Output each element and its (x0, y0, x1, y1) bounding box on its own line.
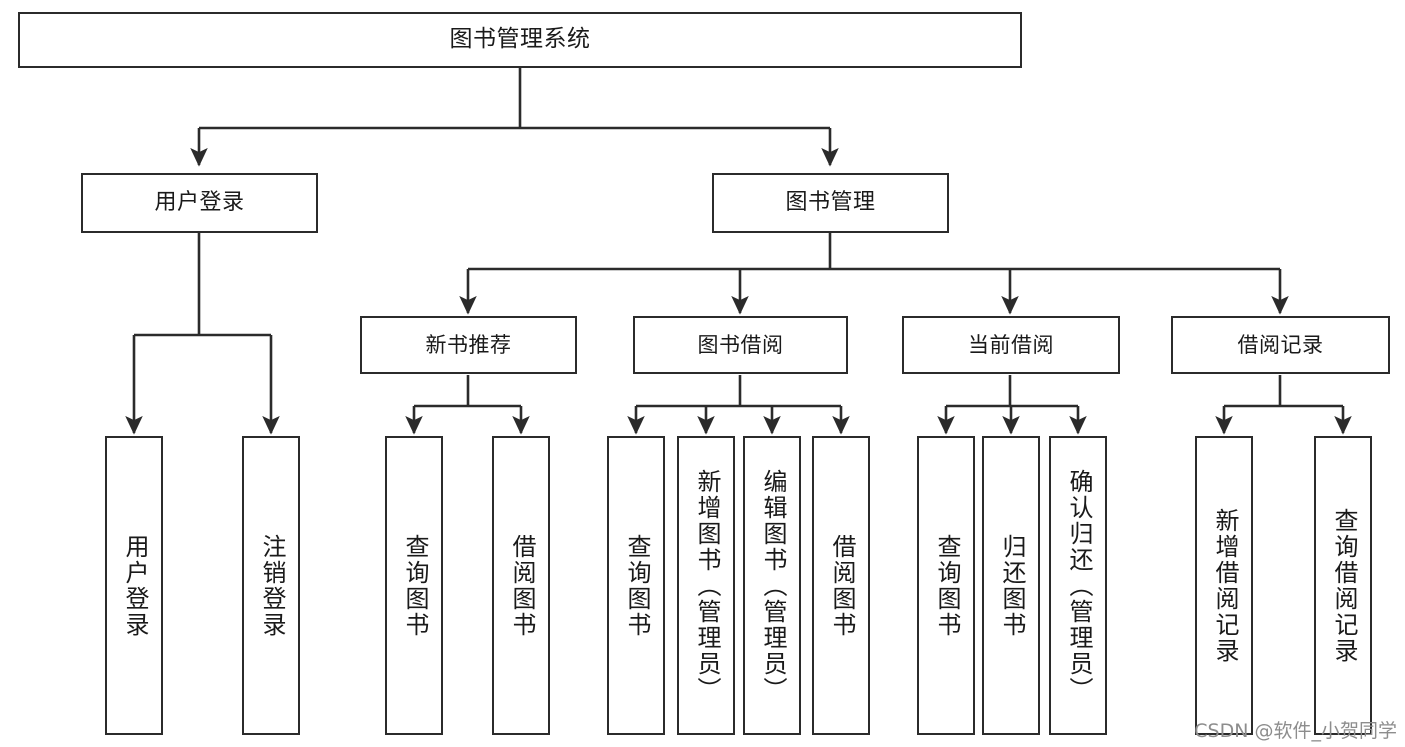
leaf-borrow-borrow-book[interactable]: 借阅图书 (812, 436, 870, 735)
leaf-user-login-login[interactable]: 用户登录 (105, 436, 163, 735)
leaf-label: 借阅图书 (827, 533, 856, 638)
node-borrow-records[interactable]: 借阅记录 (1171, 316, 1390, 374)
leaf-label: 编辑图书（管理员） (758, 468, 787, 703)
leaf-label: 查询图书 (622, 533, 651, 638)
node-new-book-recommend[interactable]: 新书推荐 (360, 316, 577, 374)
leaf-records-query-record[interactable]: 查询借阅记录 (1314, 436, 1372, 735)
leaf-label: 确认归还（管理员） (1064, 468, 1093, 703)
leaf-current-return-book[interactable]: 归还图书 (982, 436, 1040, 735)
leaf-borrow-edit-book-admin[interactable]: 编辑图书（管理员） (743, 436, 801, 735)
node-book-borrow[interactable]: 图书借阅 (633, 316, 848, 374)
node-book-borrow-label: 图书借阅 (697, 332, 784, 357)
node-user-login[interactable]: 用户登录 (81, 173, 318, 233)
leaf-borrow-add-book-admin[interactable]: 新增图书（管理员） (677, 436, 735, 735)
node-root-label: 图书管理系统 (449, 26, 591, 53)
leaf-current-confirm-return-admin[interactable]: 确认归还（管理员） (1049, 436, 1107, 735)
leaf-new-book-query[interactable]: 查询图书 (385, 436, 443, 735)
leaf-borrow-query-book[interactable]: 查询图书 (607, 436, 665, 735)
leaf-label: 新增图书（管理员） (692, 468, 721, 703)
leaf-label: 查询图书 (932, 533, 961, 638)
node-current-borrow[interactable]: 当前借阅 (902, 316, 1120, 374)
leaf-label: 注销登录 (257, 533, 286, 638)
leaf-label: 借阅图书 (507, 533, 536, 638)
watermark: CSDN @软件_小贺同学 (1194, 720, 1397, 742)
node-user-login-label: 用户登录 (154, 190, 245, 216)
leaf-label: 查询借阅记录 (1329, 507, 1358, 664)
leaf-current-query-book[interactable]: 查询图书 (917, 436, 975, 735)
node-book-management[interactable]: 图书管理 (712, 173, 949, 233)
leaf-new-book-borrow[interactable]: 借阅图书 (492, 436, 550, 735)
node-borrow-records-label: 借阅记录 (1237, 332, 1324, 357)
node-current-borrow-label: 当前借阅 (968, 332, 1054, 357)
node-root[interactable]: 图书管理系统 (18, 12, 1022, 68)
leaf-label: 归还图书 (997, 533, 1026, 638)
leaf-label: 新增借阅记录 (1210, 507, 1239, 664)
leaf-user-login-logout[interactable]: 注销登录 (242, 436, 300, 735)
leaf-label: 查询图书 (400, 533, 429, 638)
leaf-records-add-record[interactable]: 新增借阅记录 (1195, 436, 1253, 735)
leaf-label: 用户登录 (120, 533, 149, 638)
node-book-management-label: 图书管理 (785, 190, 876, 216)
node-new-book-recommend-label: 新书推荐 (425, 332, 512, 357)
